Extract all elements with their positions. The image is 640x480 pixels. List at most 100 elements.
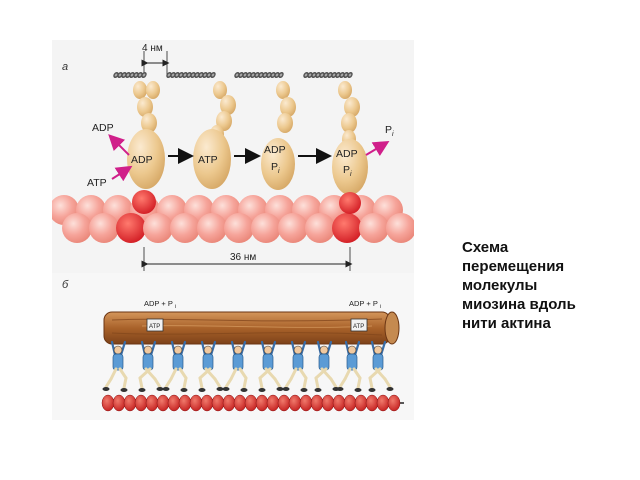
actin-bead	[123, 394, 137, 412]
actin-monomer	[305, 213, 335, 243]
filament-twist	[303, 71, 353, 79]
actin-bead	[200, 394, 214, 412]
thick-filament-log	[103, 311, 400, 345]
dimension-4nm-label: 4 нм	[142, 43, 163, 54]
head-2-label: ATP	[198, 154, 218, 166]
actin-monomer	[143, 213, 173, 243]
adp-released-label: ADP	[92, 122, 114, 134]
actin-bead	[101, 394, 115, 412]
filament-twist	[166, 71, 216, 79]
filament-twist	[113, 71, 147, 79]
actin-bead	[343, 394, 357, 412]
actin-binding-site	[132, 190, 156, 214]
actin-bead	[222, 394, 236, 412]
actin-bead	[244, 394, 258, 412]
actin-bead	[167, 394, 181, 412]
caption-line: Схема	[462, 239, 509, 256]
pi-released-label: P	[385, 124, 392, 136]
myosin-2	[193, 81, 236, 189]
atp-binding-arrow	[111, 165, 133, 182]
myosin-3	[261, 81, 296, 190]
actin-bead	[134, 394, 148, 412]
myosin-walker-figure	[282, 340, 308, 392]
actin-monomer	[251, 213, 281, 243]
dimension-4nm: 4 нм	[141, 43, 170, 75]
actin-bead	[233, 394, 247, 412]
actin-bead	[145, 394, 159, 412]
head-1-label: ADP	[131, 154, 153, 166]
actin-bead	[365, 394, 379, 412]
panel-b-left-label: ADP + P	[144, 299, 173, 308]
actin-bead	[211, 394, 225, 412]
actin-bead	[299, 394, 313, 412]
actin-bead-string	[101, 394, 404, 412]
actin-binding-site	[116, 213, 146, 243]
myosin-walker-figure	[162, 340, 188, 392]
caption-line: нити актина	[462, 315, 551, 332]
panel-b-left-sub: i	[175, 304, 176, 310]
myosin-walkers	[102, 340, 394, 392]
actin-bead	[332, 394, 346, 412]
actin-monomer	[170, 213, 200, 243]
dimension-36nm-label: 36 нм	[230, 252, 256, 263]
head-4-label-p: P	[343, 164, 350, 176]
caption-line: молекулы	[462, 277, 538, 294]
actin-bead	[266, 394, 280, 412]
adp-release-arrow	[108, 134, 130, 156]
pi-released-sub: i	[392, 131, 394, 138]
myosin-actin-diagram: а б 4 нм ADP ATP ADP P i	[52, 37, 414, 420]
actin-monomer	[197, 213, 227, 243]
actin-bead	[310, 394, 324, 412]
myosin-walker-figure	[222, 340, 248, 392]
atp-box-right: ATP	[350, 318, 368, 332]
myosin-walker-figure	[336, 340, 362, 392]
thick-filament-segments	[113, 71, 353, 79]
svg-text:ATP: ATP	[353, 324, 364, 330]
atp-incoming-label: ATP	[87, 177, 107, 189]
actin-bead	[288, 394, 302, 412]
myosin-walker-figure	[258, 340, 284, 392]
dimension-36nm: 36 нм	[141, 247, 353, 271]
myosin-walker-figure	[198, 340, 224, 392]
actin-monomer	[278, 213, 308, 243]
actin-binding-site	[339, 192, 361, 214]
head-3-label-adp: ADP	[264, 144, 286, 156]
head-4-label-adp: ADP	[336, 148, 358, 160]
caption-line: миозина вдоль	[462, 296, 576, 313]
actin-filament	[52, 190, 414, 243]
panel-b-letter: б	[62, 279, 69, 291]
actin-bead	[112, 394, 126, 412]
actin-bead	[156, 394, 170, 412]
actin-bead	[376, 394, 390, 412]
actin-monomer	[359, 213, 389, 243]
actin-monomer	[62, 213, 92, 243]
filament-twist	[234, 71, 284, 79]
actin-bead	[255, 394, 269, 412]
svg-text:ATP: ATP	[149, 324, 160, 330]
actin-monomer	[89, 213, 119, 243]
panel-a-letter: а	[62, 61, 68, 73]
caption-line: перемещения	[462, 258, 565, 275]
myosin-4	[332, 81, 368, 195]
actin-bead	[321, 394, 335, 412]
caption: Схема перемещения молекулы миозина вдоль…	[462, 238, 637, 333]
head-3-label-p: P	[271, 161, 278, 173]
head-4-label-sub: i	[350, 171, 352, 178]
pi-release-arrow	[365, 140, 390, 157]
actin-monomer	[386, 213, 414, 243]
myosin-1	[127, 81, 165, 189]
actin-bead	[189, 394, 203, 412]
actin-monomer	[224, 213, 254, 243]
actin-bead	[354, 394, 368, 412]
panel-b-right-label: ADP + P	[349, 299, 378, 308]
myosin-walker-figure	[138, 340, 164, 392]
atp-box-left: ATP	[146, 318, 164, 332]
myosin-walker-figure	[368, 340, 394, 392]
panel-b-right-sub: i	[380, 304, 381, 310]
actin-bead	[178, 394, 192, 412]
actin-bead	[387, 394, 401, 412]
actin-binding-site	[332, 213, 362, 243]
actin-bead	[277, 394, 291, 412]
myosin-walker-figure	[102, 340, 128, 392]
